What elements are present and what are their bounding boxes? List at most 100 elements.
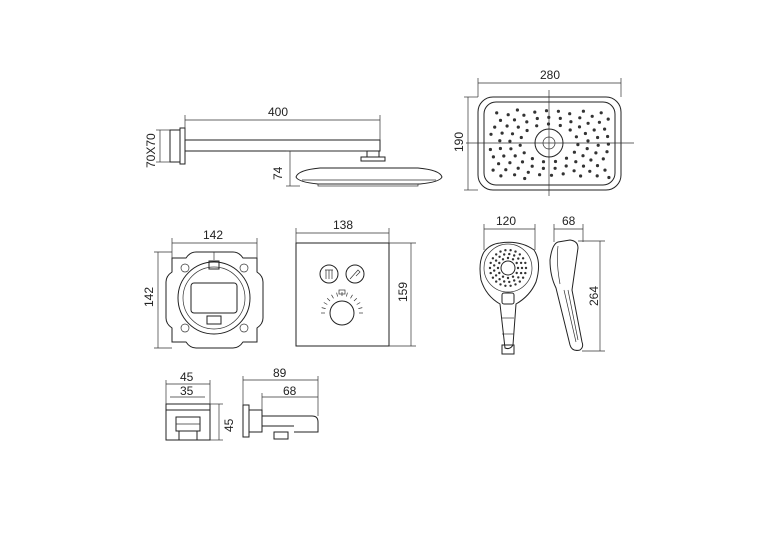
nozzle xyxy=(603,168,607,172)
nozzle xyxy=(535,124,539,128)
nozzle xyxy=(508,139,512,143)
nozzle xyxy=(594,151,598,155)
nozzle xyxy=(519,135,523,140)
nozzle xyxy=(599,111,603,115)
nozzle xyxy=(498,139,502,143)
hand-shower-nozzles xyxy=(488,249,528,287)
nozzle xyxy=(513,154,517,158)
nozzle xyxy=(558,116,562,120)
nozzle xyxy=(523,176,527,181)
nozzle xyxy=(525,120,529,124)
dim-elbow-height: 45 xyxy=(222,418,236,432)
dim-handshower-head: 120 xyxy=(496,214,516,228)
nozzle xyxy=(499,250,502,253)
head-nozzle-row xyxy=(317,183,419,187)
nozzle xyxy=(606,117,610,121)
nozzle xyxy=(586,139,590,143)
nozzle xyxy=(498,255,501,258)
nozzle xyxy=(495,280,498,283)
nozzle xyxy=(524,271,527,275)
nozzle xyxy=(590,114,594,118)
nozzle xyxy=(510,132,515,136)
nozzle xyxy=(516,166,520,170)
nozzle xyxy=(606,134,610,139)
scale-tick xyxy=(331,294,334,299)
nozzle xyxy=(538,173,542,177)
nozzle xyxy=(493,125,497,129)
nozzle xyxy=(522,151,526,155)
nozzle xyxy=(572,169,576,173)
nozzle xyxy=(568,112,572,116)
nozzle xyxy=(508,252,511,256)
dim-handshower-depth: 68 xyxy=(562,214,576,228)
bath-spout: 89 68 xyxy=(242,366,319,440)
scale-tick xyxy=(356,302,361,305)
nozzle xyxy=(514,283,517,286)
nozzle xyxy=(603,127,607,131)
nozzle xyxy=(588,169,592,173)
nozzle xyxy=(494,259,498,262)
nozzle xyxy=(524,261,527,265)
control-plate: 138 159 xyxy=(295,218,416,347)
nozzle xyxy=(533,110,537,114)
nozzle xyxy=(511,275,515,278)
hand-shower-button xyxy=(345,264,365,284)
dim-box-height: 142 xyxy=(142,287,156,307)
nozzle xyxy=(579,174,583,178)
nozzle xyxy=(535,116,539,121)
nozzle xyxy=(501,258,505,261)
dim-elbow-inner: 35 xyxy=(180,384,194,398)
nozzle xyxy=(595,164,600,168)
nozzle xyxy=(605,150,609,154)
nozzle xyxy=(544,109,549,113)
nozzle xyxy=(508,161,512,165)
nozzle xyxy=(585,147,589,151)
nozzle xyxy=(495,253,498,256)
nozzle xyxy=(553,159,558,164)
nozzle xyxy=(508,280,511,284)
nozzle xyxy=(502,154,506,158)
dim-handshower-length: 264 xyxy=(587,286,601,306)
nozzle xyxy=(595,174,599,178)
nozzle xyxy=(569,120,573,124)
nozzle xyxy=(491,155,495,159)
nozzle xyxy=(515,108,520,112)
nozzle xyxy=(509,249,512,252)
nozzle xyxy=(496,266,500,270)
nozzle xyxy=(495,111,499,115)
nozzle xyxy=(498,146,502,151)
nozzle xyxy=(491,276,495,279)
nozzle xyxy=(547,115,551,119)
nozzle xyxy=(592,128,596,132)
nozzle xyxy=(553,166,557,170)
nozzle xyxy=(513,279,516,282)
nozzle xyxy=(489,271,492,275)
dim-elbow-outer: 45 xyxy=(180,370,194,384)
dim-wall-flange: 70X70 xyxy=(144,133,158,168)
nozzle xyxy=(520,266,524,270)
nozzle xyxy=(488,266,492,270)
nozzle xyxy=(491,168,495,172)
nozzle xyxy=(574,135,579,139)
dim-head-drop: 74 xyxy=(271,166,285,180)
scale-tick xyxy=(358,307,363,309)
nozzle xyxy=(524,266,528,270)
scale-tick xyxy=(326,297,331,302)
nozzle xyxy=(581,109,586,113)
nozzle xyxy=(601,157,605,161)
nozzle xyxy=(500,131,504,135)
nozzle xyxy=(498,261,501,265)
concealed-box-front: 142 142 xyxy=(142,228,264,349)
nozzle xyxy=(549,173,554,177)
nozzle xyxy=(519,271,523,275)
nozzle xyxy=(504,168,508,172)
nozzle xyxy=(577,125,582,129)
nozzle xyxy=(506,113,510,117)
nozzle xyxy=(489,261,492,265)
scale-tick xyxy=(346,292,348,297)
nozzle xyxy=(501,275,505,278)
temperature-scale xyxy=(321,292,363,314)
nozzle xyxy=(513,173,517,177)
nozzle xyxy=(526,170,530,174)
